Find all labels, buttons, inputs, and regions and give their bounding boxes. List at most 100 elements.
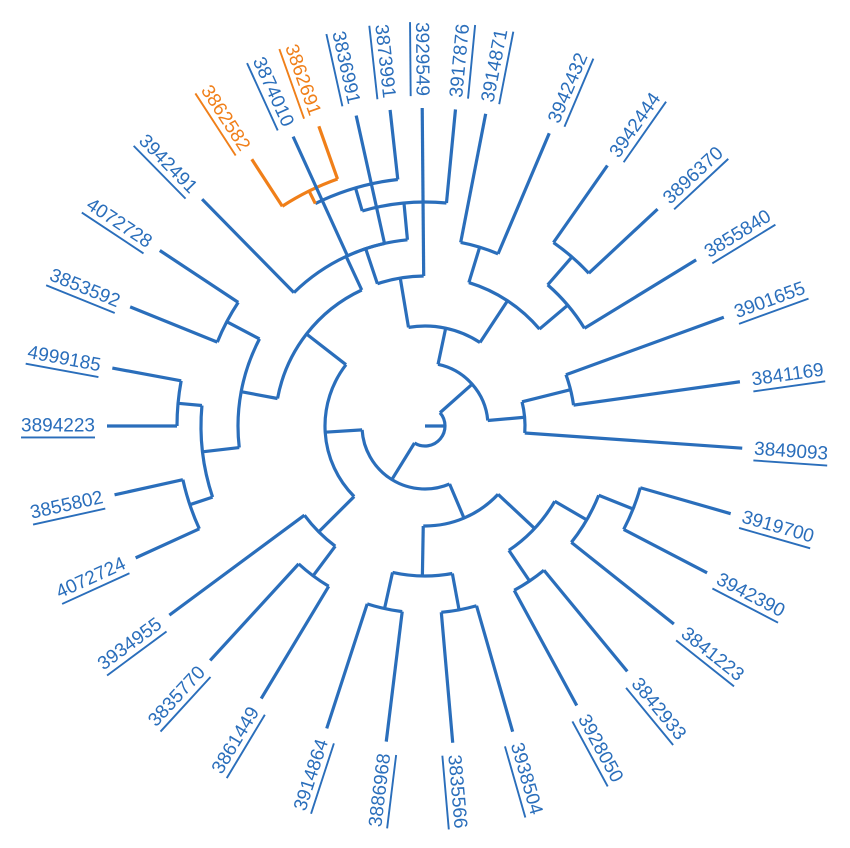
- leaf-branch: [259, 585, 331, 700]
- leaf-label-4072724[interactable]: 4072724: [53, 553, 129, 603]
- leaf-branch: [639, 486, 732, 516]
- leaf-branch: [570, 541, 675, 626]
- internal-node-arc: [275, 288, 363, 399]
- internal-branch: [402, 202, 410, 240]
- internal-node-arc: [181, 479, 201, 530]
- leaf-label-4072728[interactable]: 4072728: [82, 194, 155, 252]
- internal-node-arc: [297, 562, 330, 588]
- internal-branch: [487, 415, 525, 423]
- internal-branch: [325, 428, 363, 434]
- leaf-branch: [388, 109, 400, 180]
- internal-branch: [467, 246, 482, 284]
- leaf-branch: [583, 258, 697, 330]
- leaf-label-3862582[interactable]: 3862582: [196, 81, 254, 154]
- internal-branch: [496, 493, 536, 530]
- leaf-label-3855840[interactable]: 3855840: [701, 206, 775, 263]
- internal-branch: [240, 390, 278, 401]
- leaf-label-3942390[interactable]: 3942390: [713, 569, 788, 622]
- internal-branch: [317, 495, 356, 533]
- leaf-label-3896370[interactable]: 3896370: [659, 143, 727, 209]
- internal-node-arc: [360, 429, 451, 491]
- internal-node-arc: [292, 238, 408, 294]
- leaf-label-3914864[interactable]: 3914864: [290, 736, 333, 813]
- leaf-label-3934955[interactable]: 3934955: [94, 614, 166, 675]
- leaf-label-3842933[interactable]: 3842933: [627, 674, 690, 744]
- internal-branch: [177, 401, 203, 408]
- leaf-label-3901655[interactable]: 3901655: [732, 278, 809, 323]
- internal-branch: [521, 388, 571, 404]
- leaf-label-3855802[interactable]: 3855802: [28, 487, 105, 524]
- leaf-branch: [420, 107, 426, 277]
- leaf-label-3942444[interactable]: 3942444: [606, 89, 666, 162]
- leaf-branch: [439, 612, 455, 743]
- leaf-branch: [134, 527, 200, 560]
- leaf-label-3849093[interactable]: 3849093: [753, 439, 828, 465]
- leaf-branch: [587, 207, 659, 275]
- internal-node-arc: [423, 493, 500, 528]
- leaf-label-3853592[interactable]: 3853592: [47, 265, 123, 312]
- leaf-label-3841223[interactable]: 3841223: [677, 623, 748, 685]
- leaf-label-3929549[interactable]: 3929549: [411, 22, 433, 96]
- leaf-label-3861449[interactable]: 3861449: [208, 703, 264, 777]
- leaf-branch: [524, 431, 743, 450]
- leaf-label-3942432[interactable]: 3942432: [544, 50, 592, 126]
- internal-branch: [311, 545, 337, 577]
- leaf-branch: [459, 113, 488, 243]
- leaf-branch: [565, 315, 725, 377]
- leaf-label-3835770[interactable]: 3835770: [144, 662, 209, 731]
- leaf-label-3894223[interactable]: 3894223: [21, 416, 95, 437]
- internal-branch: [436, 327, 448, 365]
- leaf-branch: [622, 528, 708, 575]
- leaf-label-3928050[interactable]: 3928050: [573, 711, 627, 786]
- leaf-branch: [325, 603, 369, 729]
- tree-branches: [107, 107, 743, 743]
- leaf-label-3886968[interactable]: 3886968: [365, 752, 395, 828]
- leaf-label-3841169[interactable]: 3841169: [750, 360, 825, 391]
- leaf-label-3836991[interactable]: 3836991: [327, 29, 364, 106]
- internal-node-arc: [323, 363, 356, 498]
- internal-node-arc: [513, 569, 545, 592]
- leaf-label-3919700[interactable]: 3919700: [739, 507, 816, 548]
- leaf-branch: [129, 305, 218, 344]
- leaf-label-3914871[interactable]: 3914871: [478, 27, 513, 104]
- leaf-label-4999185[interactable]: 4999185: [26, 342, 103, 376]
- leaf-branch: [317, 125, 340, 180]
- internal-node-arc: [622, 487, 642, 531]
- leaf-label-3873991[interactable]: 3873991: [370, 23, 399, 99]
- leaf-branch: [354, 115, 387, 244]
- leaf-branch: [168, 513, 306, 617]
- internal-node-arc: [215, 301, 240, 343]
- leaf-branch: [475, 605, 515, 733]
- internal-node-arc: [437, 362, 490, 421]
- internal-branch: [398, 277, 411, 328]
- internal-branch: [202, 445, 240, 454]
- leaf-label-3938504[interactable]: 3938504: [506, 740, 547, 817]
- leaf-branch: [444, 109, 458, 204]
- leaf-label-3917876[interactable]: 3917876: [446, 23, 474, 99]
- internal-node-arc: [361, 200, 447, 213]
- internal-branch: [450, 573, 461, 611]
- internal-branch: [305, 332, 347, 366]
- leaf-branch: [542, 569, 629, 673]
- leaf-branch: [114, 478, 184, 497]
- internal-branch: [478, 299, 509, 344]
- internal-node-arc: [552, 241, 590, 275]
- leaf-label-3942491[interactable]: 3942491: [134, 131, 201, 198]
- internal-node-arc: [468, 281, 541, 331]
- leaf-label-3835566[interactable]: 3835566: [443, 754, 470, 830]
- internal-node-arc: [570, 494, 601, 544]
- internal-node-arc: [546, 283, 586, 330]
- internal-branch: [307, 190, 317, 205]
- leaf-branch: [384, 611, 404, 742]
- internal-node-arc: [281, 177, 339, 208]
- internal-node-arc: [408, 324, 481, 344]
- leaf-branch: [158, 249, 240, 304]
- internal-branch: [390, 442, 416, 481]
- leaf-branch: [208, 562, 300, 662]
- internal-node-arc: [392, 570, 453, 578]
- internal-branch: [344, 255, 364, 291]
- leaf-branch: [250, 158, 284, 208]
- internal-node-arc: [236, 338, 261, 448]
- internal-branch: [420, 525, 425, 577]
- leaf-branch: [291, 135, 349, 257]
